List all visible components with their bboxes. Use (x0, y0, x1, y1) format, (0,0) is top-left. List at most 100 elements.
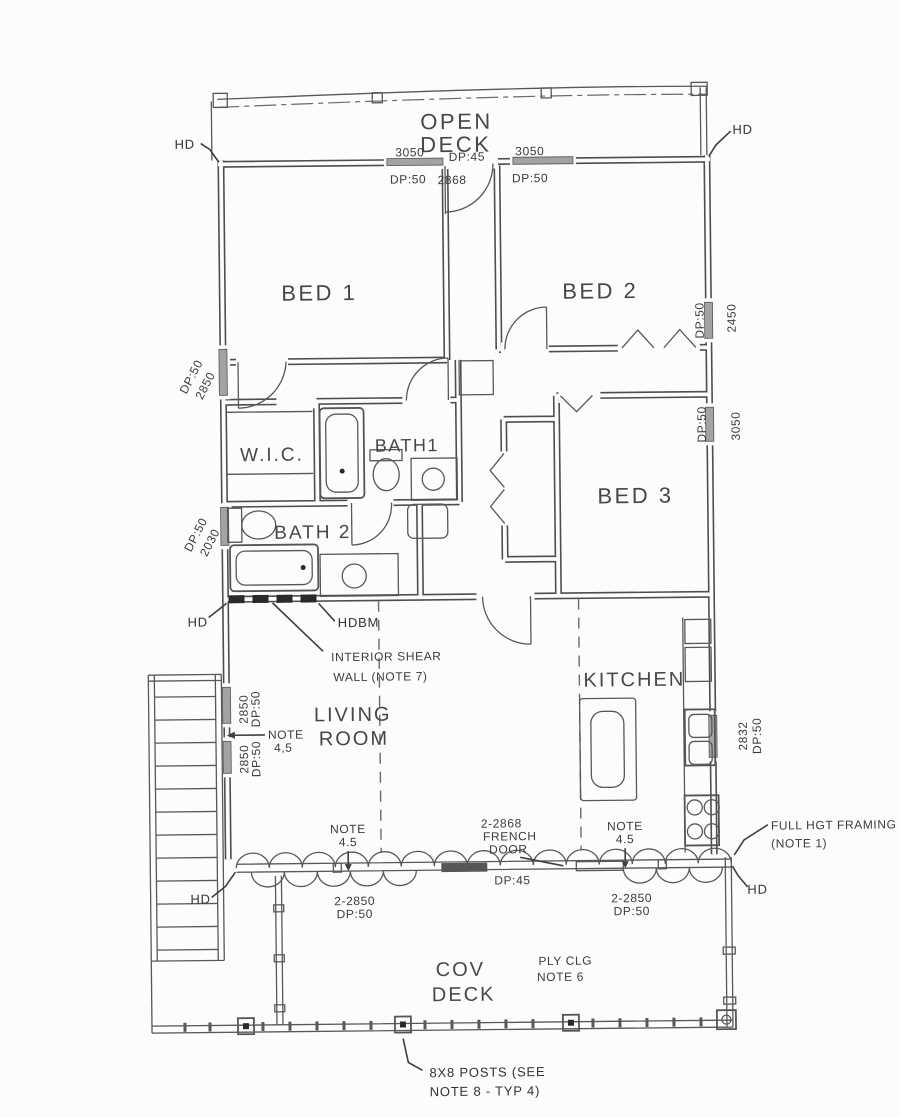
hall-door (481, 596, 532, 645)
stair-window-lower-size: 2850 (237, 745, 251, 774)
front-window-right-rating: DP:50 (512, 171, 549, 185)
cov-deck-structure (151, 857, 737, 1036)
bed1-label: BED 1 (281, 280, 357, 306)
bath2-left-window (220, 506, 230, 546)
french-door-jamb (441, 862, 488, 873)
log-scallops-bottom-right (622, 867, 723, 884)
bath1-toilet (372, 458, 400, 492)
shear-wall-note: WALL (NOTE 7) (333, 669, 427, 684)
hd-leader-bottom-left (211, 871, 237, 899)
shear-wall-note: INTERIOR SHEAR (331, 649, 442, 664)
full-hgt-leader (733, 824, 769, 856)
deck-post (540, 87, 552, 99)
sink-basin (688, 740, 713, 766)
hdbm-marker: HDBM (338, 615, 380, 630)
note45: NOTE (330, 822, 366, 836)
log-scallops-top (235, 847, 732, 869)
front-door-rating: DP:45 (449, 150, 486, 164)
bed3-right-window-rating: DP:50 (695, 406, 709, 443)
kitchen-sink-unit (683, 708, 717, 767)
stair-window-lower-rating: DP:50 (249, 741, 263, 778)
refrigerator (684, 646, 713, 683)
hd-marker: HD (190, 892, 211, 907)
living-room-label: ROOM (319, 728, 389, 751)
bed2-label: BED 2 (562, 278, 638, 304)
deck-top-inner-edge (217, 93, 708, 109)
front-window-left-rating: DP:50 (390, 172, 427, 186)
windows (218, 156, 718, 774)
deck-post (212, 92, 229, 109)
labels: OPEN DECK BED 1 BED 2 BED 3 W.I.C. BATH1… (174, 109, 897, 1100)
stair-window-lower (222, 740, 232, 774)
deck-posts-8x8 (236, 1009, 737, 1036)
bed2-right-window-rating: DP:50 (692, 302, 706, 339)
hd-leader-top-right (708, 130, 732, 157)
bath2-sink (341, 563, 367, 589)
french-door-label: DOOR (489, 842, 528, 856)
ply-clg-note: PLY CLG (538, 954, 592, 969)
stove (683, 794, 721, 847)
wic-label: W.I.C. (240, 445, 304, 467)
bed2-closet-bifold (621, 328, 697, 349)
deck-left-edge (210, 101, 213, 161)
south-window-right-rating: DP:50 (614, 904, 651, 918)
note45-stairs: NOTE (268, 728, 304, 742)
front-window-left-size: 3050 (395, 145, 424, 159)
bed2-door (504, 306, 548, 350)
open-deck-label: DECK (420, 132, 491, 158)
open-deck-structure (210, 81, 708, 161)
kitchen-island (578, 697, 638, 802)
south-window-left-size: 2-2850 (334, 894, 375, 908)
bath2-tub (229, 543, 320, 593)
full-hgt-framing-note: (NOTE 1) (771, 836, 827, 851)
hd-marker: HD (187, 615, 208, 630)
kitchen-window-size: 2832 (736, 721, 750, 750)
full-hgt-framing-note: FULL HGT FRAMING (771, 817, 897, 832)
bed2-right-window (704, 301, 714, 339)
linen-cabinet (406, 503, 449, 540)
french-door-rating: DP:45 (494, 873, 531, 887)
bed1-left-window (218, 348, 228, 396)
living-room-label: LIVING (314, 704, 392, 727)
bath1-tub (318, 407, 366, 500)
bath1-label: BATH1 (375, 435, 439, 456)
shear-wall-leader (271, 602, 324, 652)
bed1-door (237, 361, 287, 409)
burner (686, 799, 703, 816)
bed3-right-window (705, 406, 715, 442)
bath-fixtures (226, 407, 459, 598)
deck-top-edge (217, 85, 708, 101)
burner (703, 799, 720, 816)
bed2-right-window-size: 2450 (724, 303, 738, 332)
hd-marker: HD (747, 882, 768, 897)
bath2-door (350, 502, 393, 546)
note45-stairs: 4,5 (274, 741, 293, 755)
shear-wall-dashes (228, 594, 317, 604)
stairs (147, 673, 225, 1034)
bath1-sink (421, 467, 445, 491)
posts-note: NOTE 8 - TYP 4) (430, 1083, 541, 1099)
bath2-vanity (319, 552, 400, 598)
stair-window-upper-rating: DP:50 (248, 691, 262, 728)
front-door (444, 163, 494, 215)
bed3-closet-bifold (559, 395, 593, 413)
note45: NOTE (607, 819, 643, 833)
posts-note: 8X8 POSTS (SEE (429, 1064, 545, 1080)
hd-marker: HD (174, 137, 195, 152)
stair-window-upper-size: 2850 (237, 695, 251, 724)
log-scallops-bottom-left (250, 870, 418, 888)
ply-clg-note: NOTE 6 (537, 970, 584, 984)
doors (237, 163, 697, 645)
kitchen-window-rating: DP:50 (750, 718, 764, 755)
log-wall (235, 847, 732, 888)
living-room-dashed-line (377, 600, 382, 853)
french-door-jamb (575, 860, 625, 872)
deck-post (690, 81, 708, 97)
kitchen-cabinet (684, 618, 712, 645)
open-deck-label: OPEN (420, 109, 493, 135)
kitchen-fixtures (578, 617, 721, 853)
south-window-right-size: 2-2850 (611, 891, 652, 905)
hdbm-leader (317, 602, 336, 622)
cov-deck-label: DECK (432, 984, 496, 1007)
